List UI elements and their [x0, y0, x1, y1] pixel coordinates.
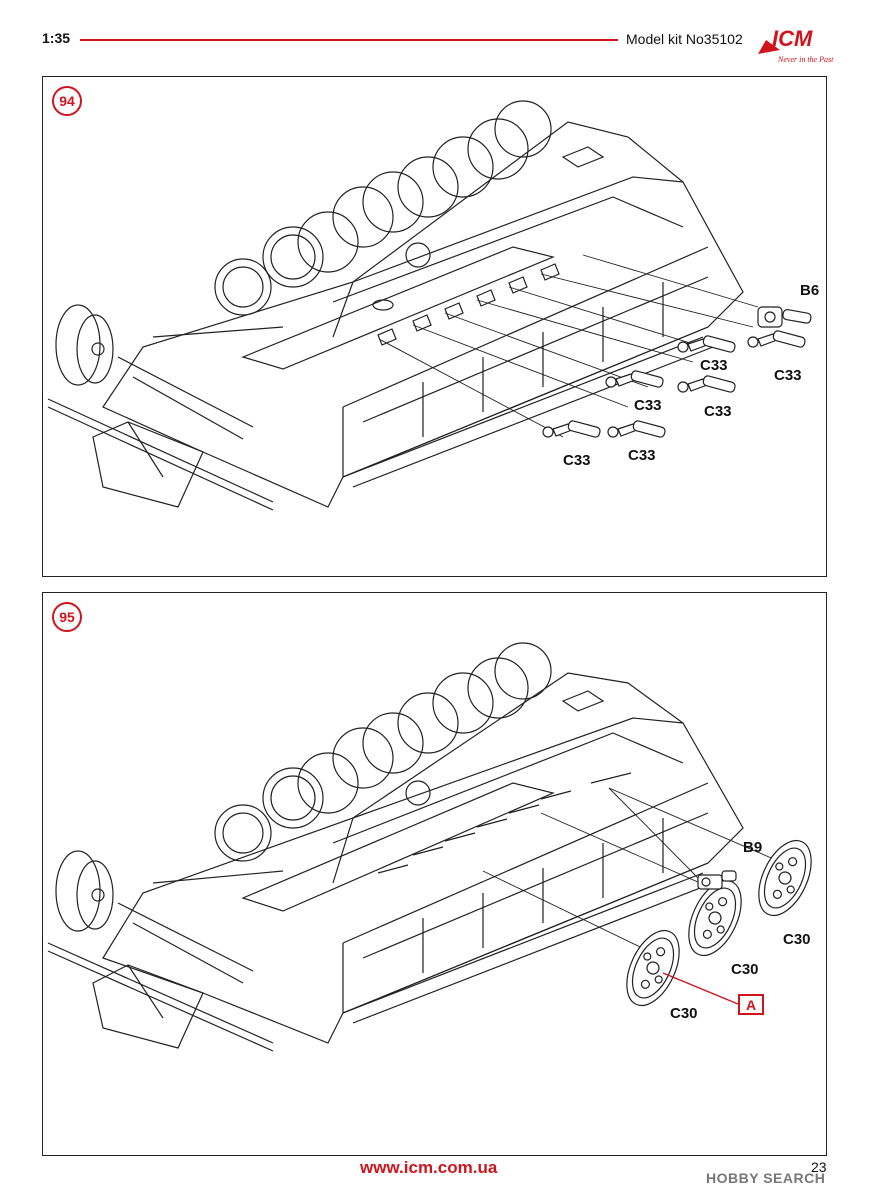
- svg-text:Never in the Past: Never in the Past: [777, 55, 834, 64]
- part-label-c33: C33: [634, 397, 662, 414]
- part-label-b6: B6: [800, 282, 820, 299]
- chassis-drawing-step-94: [47, 100, 812, 511]
- part-label-c30: C30: [670, 1005, 698, 1022]
- part-label-b9: B9: [743, 839, 763, 856]
- model-kit-number: Model kit No35102: [626, 31, 743, 47]
- page-number: 23: [811, 1159, 827, 1175]
- header-rule: [80, 39, 618, 41]
- part-label-c33: C33: [563, 452, 591, 469]
- reference-marker-a: A: [738, 994, 764, 1015]
- step-number-badge: 94: [52, 86, 82, 116]
- step-number-badge: 95: [52, 602, 82, 632]
- step-95-panel: 95: [42, 592, 827, 1156]
- part-label-c30: C30: [783, 931, 811, 948]
- icm-logo: ICM Never in the Past: [758, 26, 834, 64]
- step-94-panel: 94: [42, 76, 827, 577]
- scale-label: 1:35: [42, 30, 71, 46]
- hobby-search-watermark: HOBBY SEARCH: [706, 1170, 826, 1186]
- part-label-c33: C33: [704, 403, 732, 420]
- part-label-c33: C33: [700, 357, 728, 374]
- footer-website-link[interactable]: www.icm.com.ua: [360, 1158, 498, 1177]
- part-label-c30: C30: [731, 961, 759, 978]
- chassis-drawing-step-95: [47, 642, 812, 1052]
- svg-text:ICM: ICM: [772, 26, 813, 51]
- reference-leader-line: [662, 972, 739, 1005]
- part-label-c33: C33: [774, 367, 802, 384]
- part-label-c33: C33: [628, 447, 656, 464]
